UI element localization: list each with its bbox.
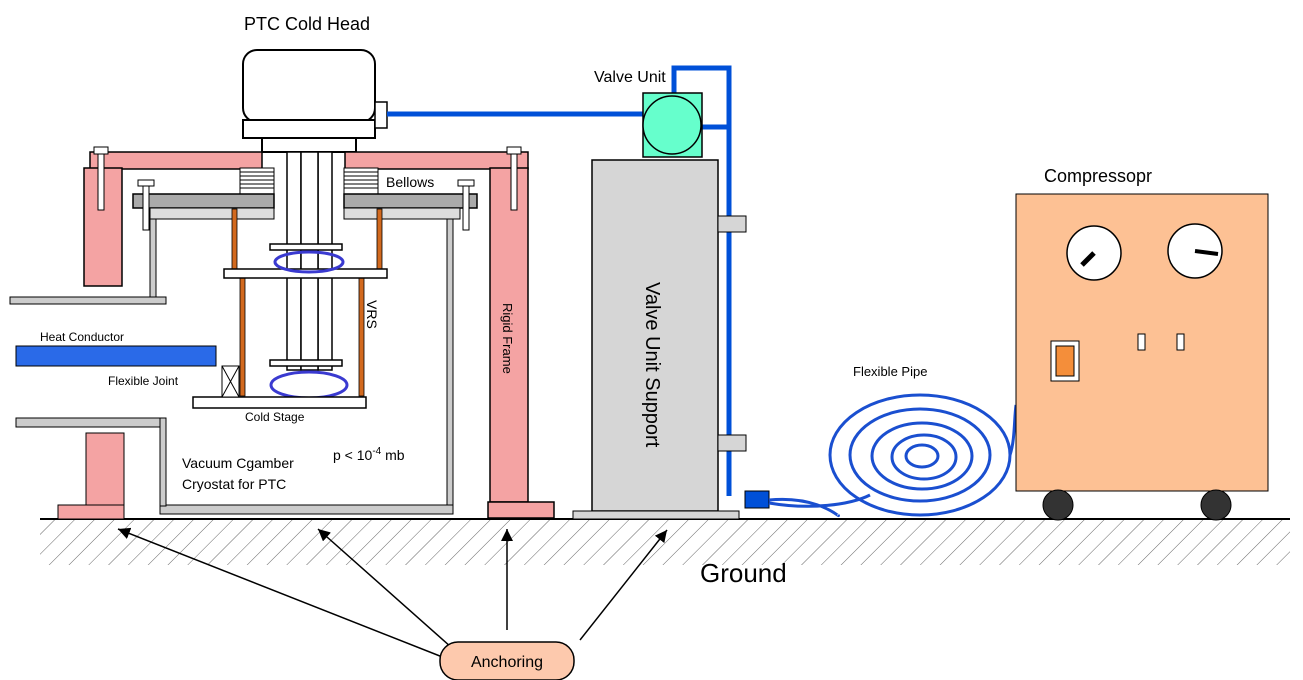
chamber-flange <box>132 179 478 231</box>
label-compressor: Compressopr <box>1044 166 1152 186</box>
anchoring-arrows <box>117 527 668 661</box>
label-heat-conductor: Heat Conductor <box>40 330 124 344</box>
label-rigid-frame: Rigid Frame <box>500 303 515 374</box>
label-valve-unit: Valve Unit <box>594 69 666 86</box>
left-pedestal <box>57 432 125 520</box>
label-cryostat: Cryostat for PTC <box>182 476 286 492</box>
pipe-connector <box>744 490 770 509</box>
ground <box>40 518 1290 565</box>
upper-ring <box>273 250 345 274</box>
cold-stage <box>192 396 367 409</box>
label-cold-head: PTC Cold Head <box>244 14 370 34</box>
label-bellows: Bellows <box>386 174 434 190</box>
label-cold-stage: Cold Stage <box>245 410 305 424</box>
label-vrs: VRS <box>364 300 380 329</box>
flexible-joint <box>221 365 240 398</box>
flexible-pipe <box>768 393 1018 518</box>
label-vacuum-chamber: Vacuum Cgamber <box>182 455 294 471</box>
label-flexible-joint: Flexible Joint <box>108 374 179 388</box>
label-anchoring: Anchoring <box>471 654 543 671</box>
label-pressure: p < 10-4 mb <box>333 446 405 463</box>
pipe <box>387 65 732 496</box>
anchoring-box <box>439 641 575 680</box>
vrs-plate <box>223 268 388 279</box>
label-ground: Ground <box>700 558 787 588</box>
label-flexible-pipe: Flexible Pipe <box>853 364 927 379</box>
label-valve-unit-support: Valve Unit Support <box>641 282 663 448</box>
vacuum-chamber <box>9 218 454 515</box>
bellows <box>239 167 379 195</box>
valve-unit-support <box>572 159 747 520</box>
lower-ring <box>269 370 349 400</box>
rigid-frame <box>83 146 555 519</box>
valve-unit <box>642 92 703 158</box>
cold-finger <box>269 151 343 371</box>
cold-head <box>242 49 388 153</box>
heat-conductor <box>15 345 217 367</box>
compressor <box>1015 193 1269 521</box>
